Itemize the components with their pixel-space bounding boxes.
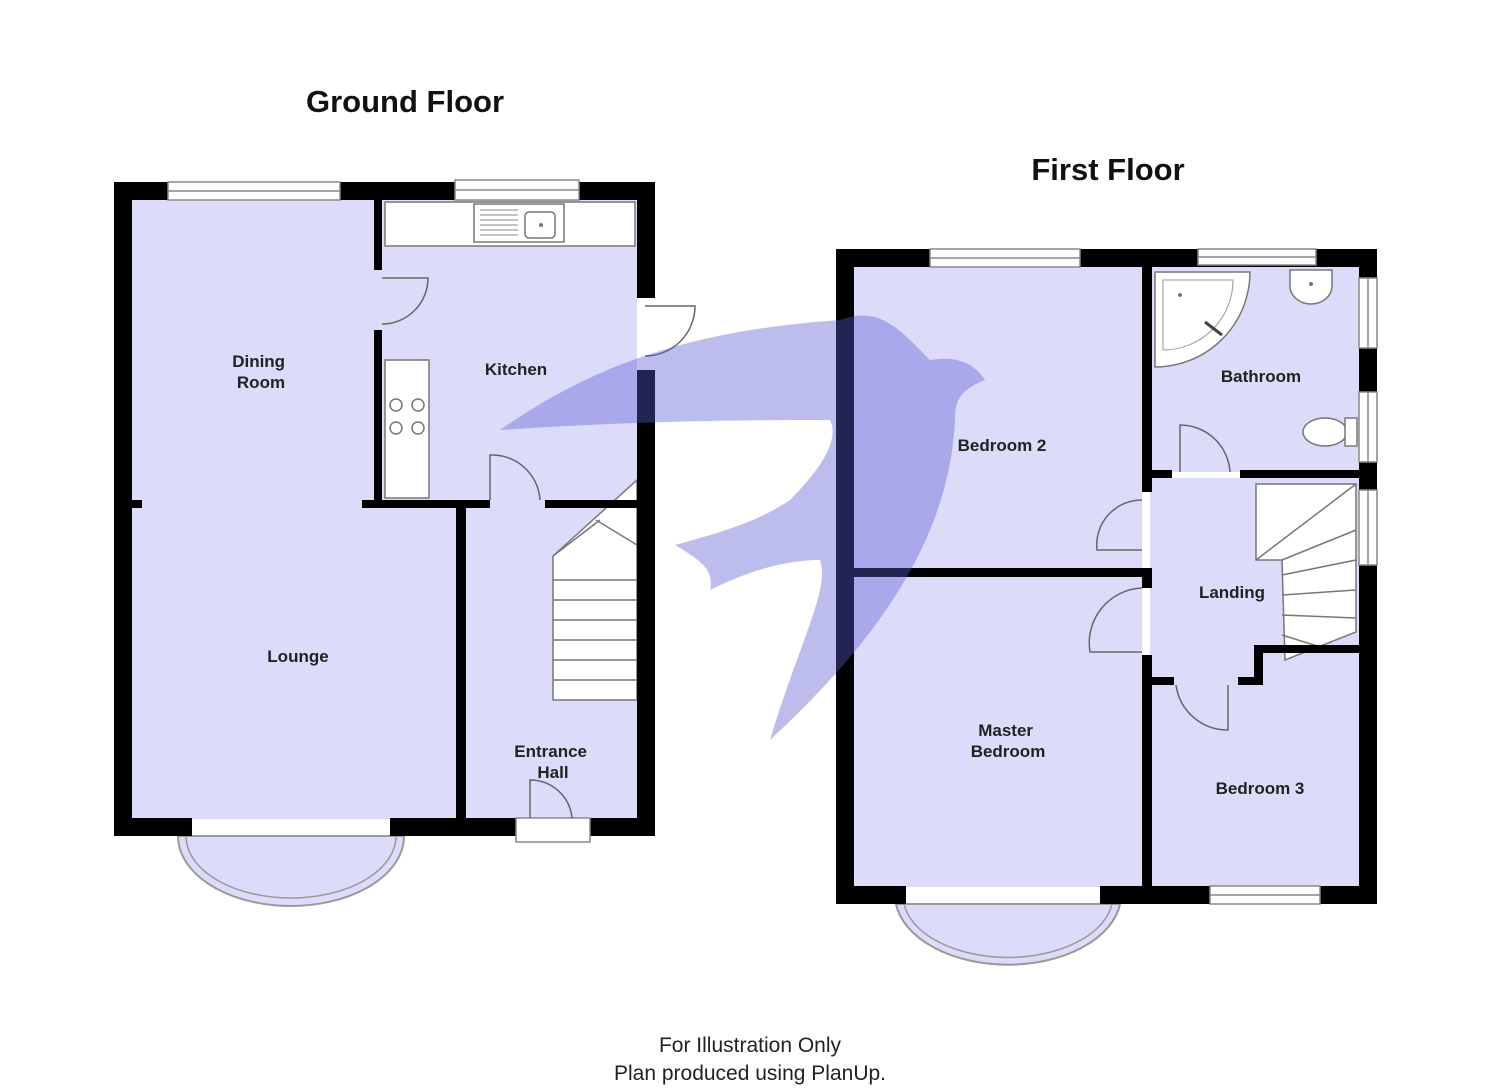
- footer-line-2: Plan produced using PlanUp.: [613, 1062, 886, 1085]
- first-floor-plan: [836, 248, 1378, 966]
- stairs-first: [1255, 483, 1357, 662]
- room-fill-master-bedroom: [854, 577, 1142, 887]
- bay-window-lounge: [176, 835, 406, 907]
- room-fill-bedroom-3: [1152, 645, 1360, 887]
- room-label-bedroom-3: Bedroom 3: [1216, 779, 1305, 798]
- room-label-landing: Landing: [1199, 583, 1265, 602]
- room-label-master-bedroom: Master Bedroom: [971, 721, 1046, 761]
- room-label-bedroom-2: Bedroom 2: [958, 436, 1047, 455]
- room-label-kitchen: Kitchen: [485, 360, 547, 379]
- watermark-logo: [500, 315, 985, 740]
- toilet: [1302, 417, 1348, 447]
- room-label-entrance-hall: Entrance Hall: [514, 742, 591, 782]
- first-floor-doors: [1088, 424, 1231, 731]
- footer-line-1: For Illustration Only: [658, 1034, 842, 1057]
- bay-window-master-bedroom: [894, 903, 1122, 966]
- room-label-dining-room: Dining Room: [232, 352, 290, 392]
- cooker: [384, 359, 430, 499]
- first-floor-windows: [929, 248, 1378, 905]
- room-label-lounge: Lounge: [267, 647, 328, 666]
- first-floor-title: First Floor: [1031, 152, 1184, 187]
- ground-floor-title: Ground Floor: [306, 84, 504, 119]
- ground-floor-windows: [167, 179, 591, 843]
- room-fill-bedroom-2: [854, 267, 1142, 570]
- room-label-bathroom: Bathroom: [1221, 367, 1301, 386]
- ground-floor-plan: [114, 179, 696, 907]
- ground-floor-doors: [381, 277, 696, 819]
- wash-basin: [1289, 269, 1333, 305]
